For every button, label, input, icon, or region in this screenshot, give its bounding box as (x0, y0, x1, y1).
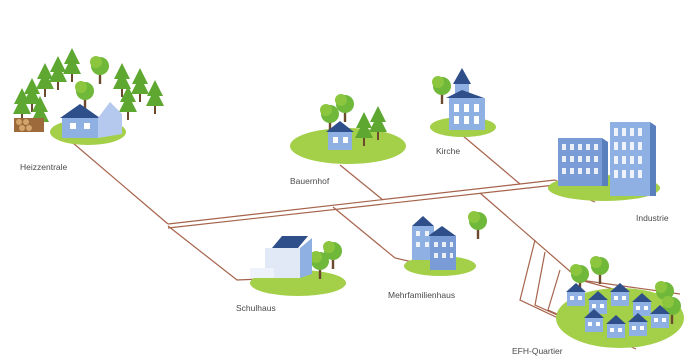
mehrfamilienhaus-building (412, 216, 456, 270)
bauernhof-node (290, 94, 406, 164)
kirche-node (430, 68, 496, 137)
industrie-building-tall (610, 122, 656, 196)
mehrfamilienhaus-node (404, 211, 487, 276)
bauernhof-label: Bauernhof (290, 176, 330, 186)
kirche-label: Kirche (436, 146, 461, 156)
pipe-efh-main (479, 192, 581, 281)
pipe-schulhaus (167, 225, 263, 281)
heizzentrale-label: Heizzentrale (20, 162, 68, 172)
heizzentrale-node (13, 48, 164, 145)
industrie-label: Industrie (636, 213, 669, 223)
schulhaus-node (250, 236, 346, 296)
industrie-node (548, 122, 660, 201)
bauernhof-building (326, 121, 354, 150)
heizzentrale-building (60, 102, 122, 138)
pipe-main-inner (167, 184, 556, 229)
schulhaus-building (250, 236, 312, 278)
pipe-heizzentrale (72, 142, 169, 225)
pipe-kirche (461, 134, 521, 185)
schulhaus-label: Schulhaus (236, 303, 276, 313)
efh-quartier-node (556, 256, 684, 348)
mehrfamilienhaus-label: Mehrfamilienhaus (388, 290, 456, 300)
industrie-building-low (558, 138, 608, 186)
pipe-main-outer (167, 179, 556, 225)
efh-quartier-label: EFH-Quartier (512, 346, 563, 356)
kirche-building (446, 68, 485, 130)
pipe-bauernhof (339, 164, 384, 201)
wood-pile (14, 118, 44, 132)
